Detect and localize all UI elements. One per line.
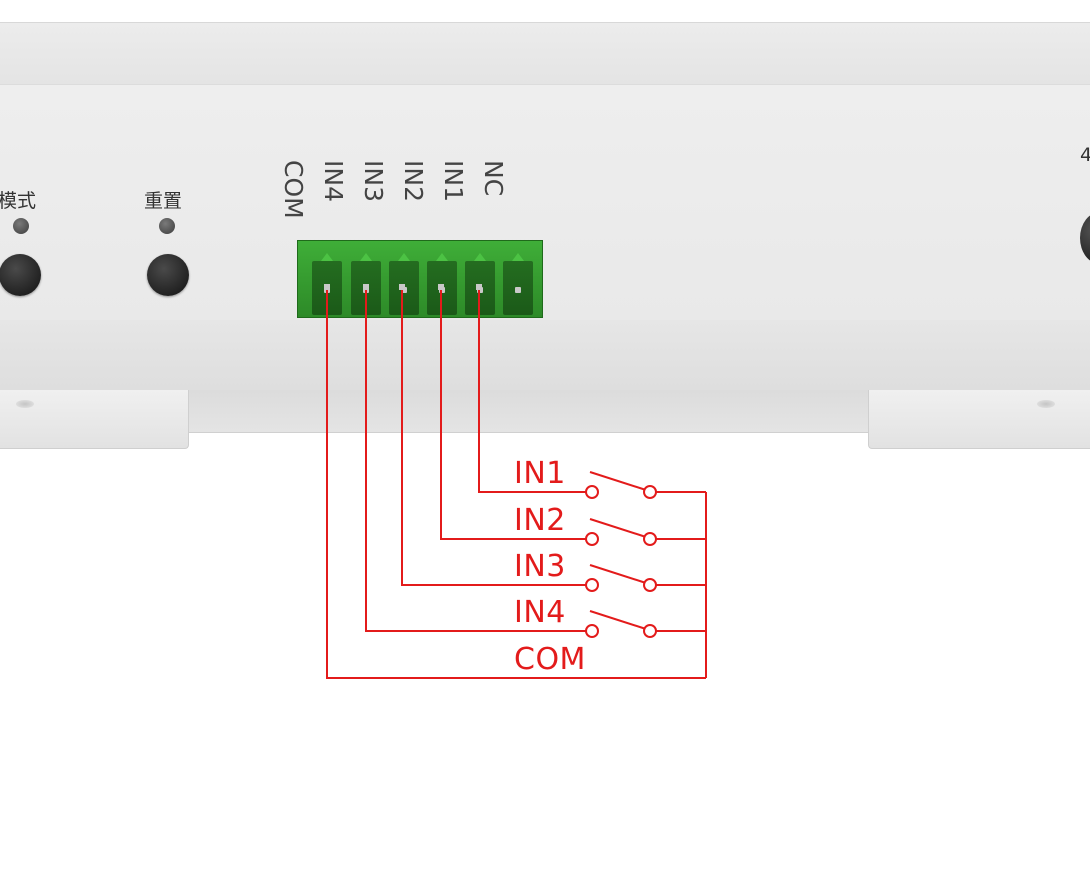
right-edge-label: 4 [1080,144,1090,166]
device-base [186,390,872,433]
switch-contact-icon [585,485,599,499]
reset-led-icon [159,218,175,234]
switch-contact-icon [643,578,657,592]
mode-label: 模式 [0,190,37,212]
terminal-slot-nc[interactable] [503,253,533,315]
wire-in2 [440,288,586,540]
wire-com [326,288,706,679]
switch-label-in2: IN2 [514,503,566,538]
reset-button[interactable] [147,254,189,296]
terminal-pin-icon [399,284,405,290]
mounting-flange-left [0,390,189,449]
switch-lever-in1 [589,471,647,491]
mode-button[interactable] [0,254,41,296]
terminal-pin-icon [476,284,482,290]
device-top-surface [0,22,1090,85]
switch-contact-icon [585,624,599,638]
switch-lever-in4 [589,610,647,630]
common-label: COM [514,642,586,677]
mounting-flange-right [868,390,1090,449]
terminal-pin-icon [324,284,330,290]
switch-label-in3: IN3 [514,549,566,584]
terminal-pin-icon [438,284,444,290]
switch-contact-icon [585,532,599,546]
switch-label-in1: IN1 [514,456,566,491]
wire-in3 [401,288,586,586]
device-lower-body [0,320,1090,390]
switch-lever-in3 [589,564,647,584]
terminal-pin-icon [363,284,369,290]
switch-label-in4: IN4 [514,595,566,630]
terminal-block [297,240,543,318]
switch-contact-icon [643,532,657,546]
reset-label: 重置 [144,190,183,212]
wire-in1 [478,288,586,493]
mode-led-icon [13,218,29,234]
antenna-connector-icon [1080,212,1090,264]
terminal-pin-icon [515,287,521,293]
switch-contact-icon [643,624,657,638]
switch-contact-icon [585,578,599,592]
switch-lever-in2 [589,518,647,538]
screw-hole-icon [16,400,34,408]
screw-hole-icon [1037,400,1055,408]
switch-contact-icon [643,485,657,499]
wire-in4 [365,288,586,632]
